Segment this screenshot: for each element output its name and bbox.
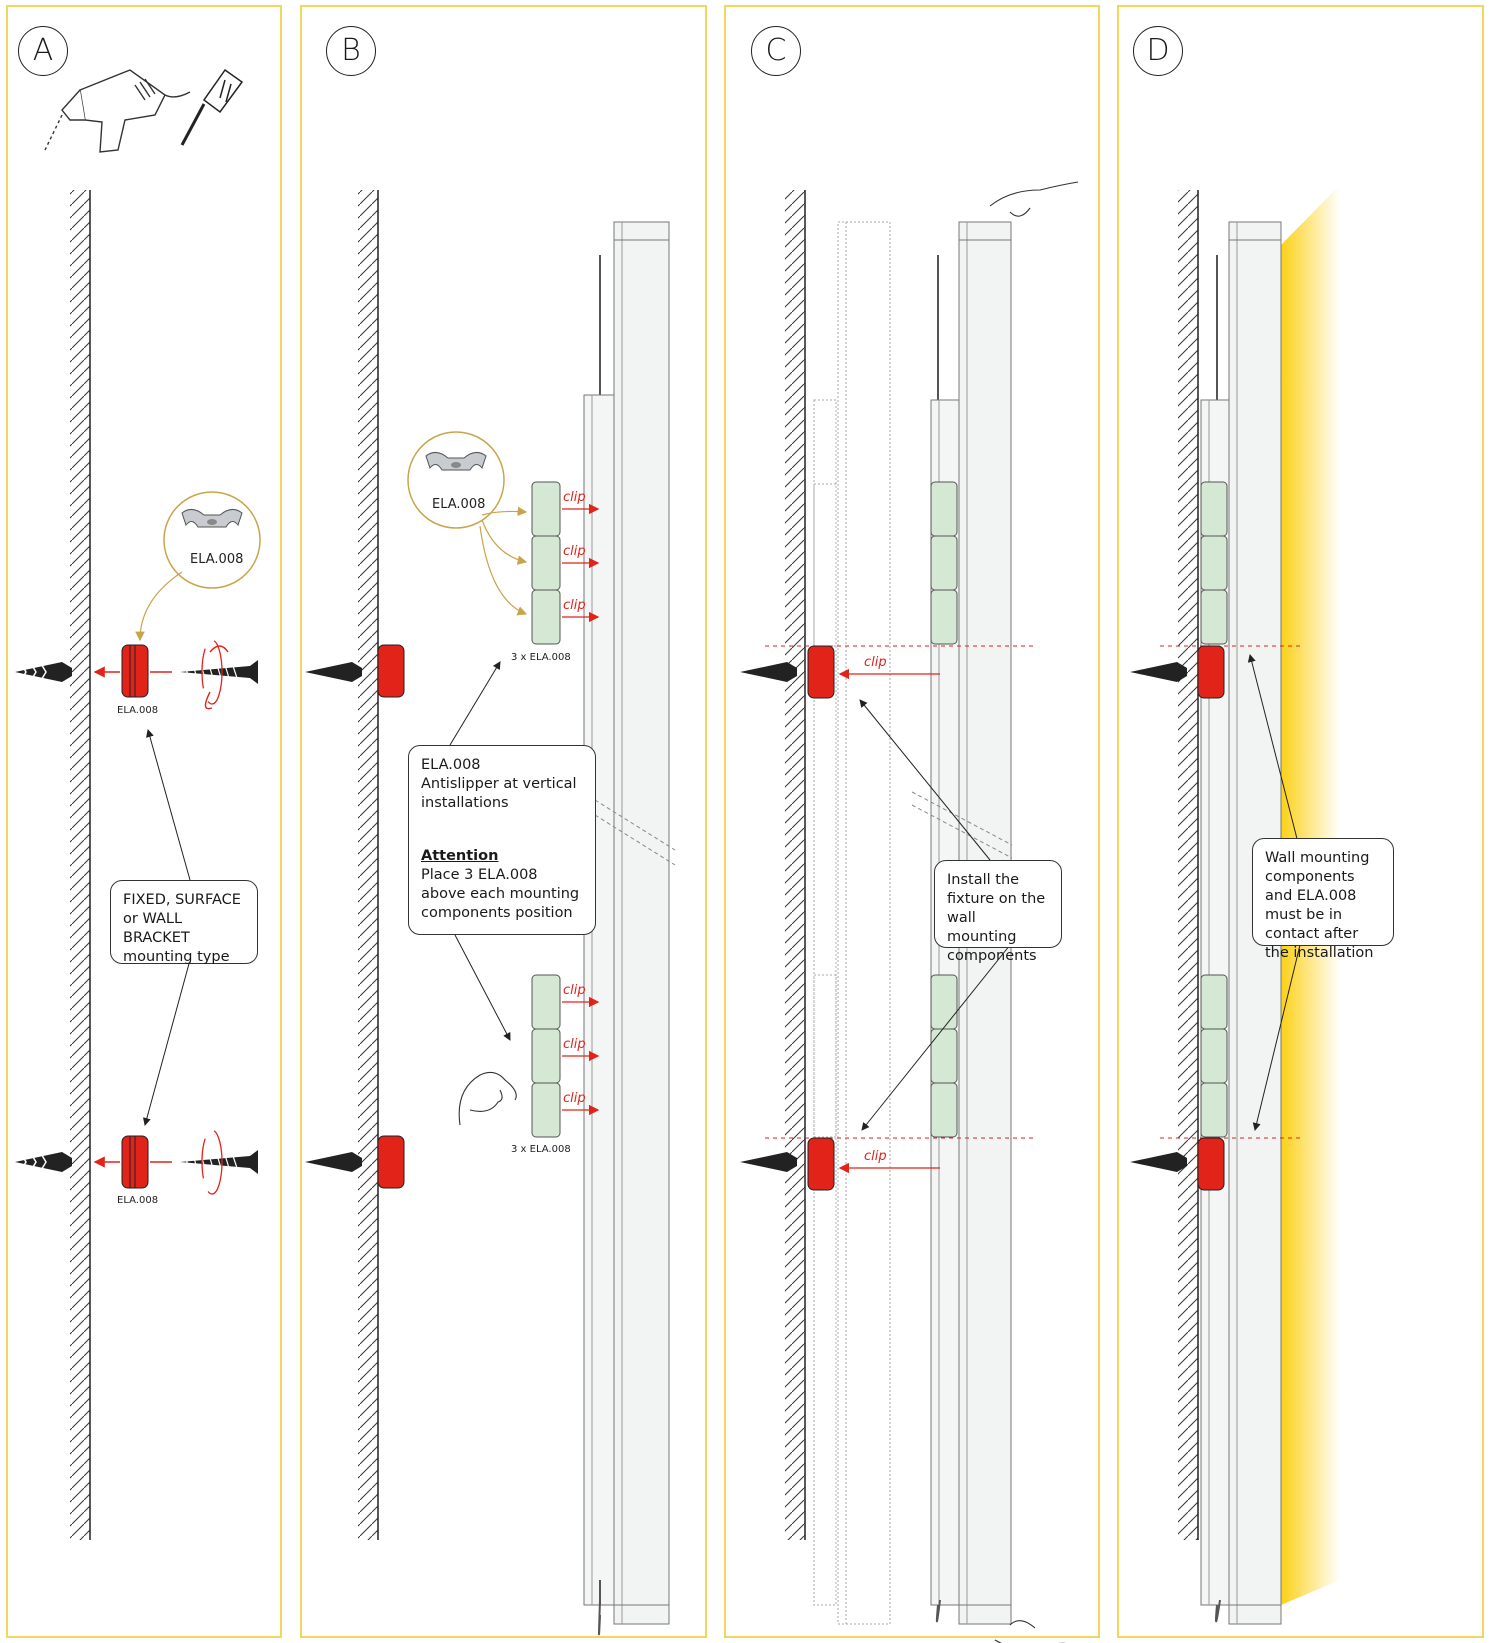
screw-a-bottom (180, 1150, 258, 1174)
callout-antislipper-subtitle: Antislipper at vertical installations (421, 776, 577, 811)
drill-icon (44, 69, 191, 153)
anchor-d-bottom (1130, 1152, 1187, 1172)
clip-label-b-4: clip (563, 983, 586, 998)
wall-d (1178, 190, 1199, 1540)
anchor-a-top (15, 661, 72, 683)
bracket-b-bottom (377, 1135, 405, 1189)
callout-antislipper: ELA.008 Antislipper at vertical installa… (408, 745, 596, 935)
hand-icon-top (989, 181, 1079, 217)
step-letter-c: C (751, 26, 801, 76)
antislip-group-c-bottom (930, 974, 958, 1138)
screw-a-top (180, 660, 258, 684)
antislip-group-c-top (930, 481, 958, 645)
anchor-b-top (305, 662, 362, 682)
ghost-fixture-c (813, 221, 891, 1625)
callout-install-fixture: Install the fixture on the wall mounting… (934, 860, 1062, 964)
anchor-b-bottom (305, 1152, 362, 1172)
anchor-c-top (740, 662, 797, 682)
bracket-c-top (807, 645, 835, 699)
wall-c (785, 190, 806, 1540)
anchor-a-bottom (15, 1151, 72, 1173)
warning-text: Place 3 ELA.008 above each mounting comp… (421, 867, 580, 921)
wall-a (70, 190, 91, 1540)
clip-label-b-5: clip (563, 1037, 586, 1052)
ela008-tag-b: ELA.008 (432, 497, 486, 512)
bracket-label-a-bottom: ELA.008 (117, 1195, 159, 1206)
wall-b (358, 190, 379, 1540)
clip-label-c-bottom: clip (864, 1149, 887, 1164)
anchor-c-bottom (740, 1152, 797, 1172)
ela008-tag-a: ELA.008 (190, 552, 244, 567)
hand-icon (458, 1071, 517, 1126)
bracket-c-bottom (807, 1137, 835, 1191)
bracket-d-bottom (1197, 1137, 1225, 1191)
hand-icon-bottom (994, 1620, 1066, 1643)
group-label-b-bottom: 3 x ELA.008 (511, 1144, 571, 1155)
bracket-label-a-top: ELA.008 (117, 705, 159, 716)
anchor-d-top (1130, 662, 1187, 682)
clip-label-b-2: clip (563, 544, 586, 559)
rotate-arrow-a-top (204, 645, 229, 710)
clip-label-c-top: clip (864, 655, 887, 670)
clip-label-b-6: clip (563, 1091, 586, 1106)
step-letter-d: D (1133, 26, 1183, 76)
step-letter-a: A (18, 26, 68, 76)
callout-contact: Wall mounting components and ELA.008 mus… (1252, 838, 1394, 961)
antislip-group-b-top (531, 481, 561, 645)
callout-mounting-type: FIXED, SURFACE or WALL BRACKET mounting … (110, 880, 258, 965)
antislip-group-d-bottom (1200, 974, 1228, 1138)
bracket-d-top (1197, 645, 1225, 699)
step-letter-b: B (326, 26, 376, 76)
callout-antislipper-title: ELA.008 (421, 757, 481, 773)
ela008-photo-a (163, 491, 261, 589)
warning-title: Attention (421, 848, 499, 864)
bracket-b-top (377, 644, 405, 698)
bracket-clip-icon (181, 509, 243, 528)
screwdriver-icon (180, 68, 244, 146)
clip-label-b-3: clip (563, 598, 586, 613)
bracket-clip-icon (425, 452, 487, 471)
antislip-group-d-top (1200, 481, 1228, 645)
clip-label-b-1: clip (563, 490, 586, 505)
panel-a (6, 5, 282, 1638)
antislip-group-b-bottom (531, 974, 561, 1138)
fixture-b (583, 221, 676, 1636)
clip-arrows-b (562, 503, 600, 1116)
group-label-b-top: 3 x ELA.008 (511, 652, 571, 663)
